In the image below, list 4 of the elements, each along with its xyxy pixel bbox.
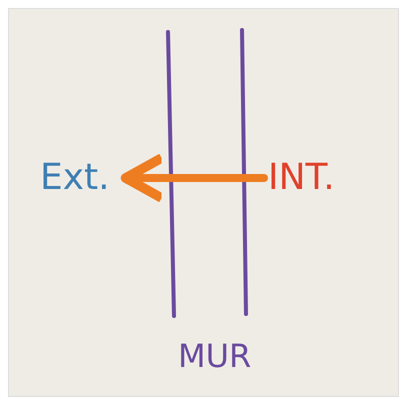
text-label: INT. — [268, 160, 335, 196]
arrow — [120, 153, 268, 203]
text-label: Ext. — [40, 160, 110, 196]
text-label: MUR — [178, 340, 252, 372]
